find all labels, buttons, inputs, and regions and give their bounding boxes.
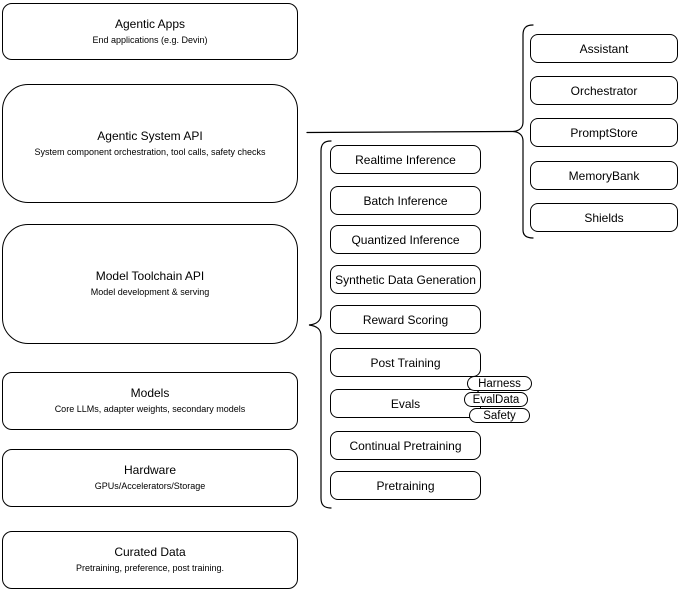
node-curated-data: Curated Data Pretraining, preference, po… bbox=[2, 531, 298, 589]
node-continual-pretraining: Continual Pretraining bbox=[330, 431, 481, 460]
node-title: Agentic System API bbox=[97, 128, 203, 143]
node-label: Reward Scoring bbox=[362, 312, 449, 327]
node-model-toolchain-api: Model Toolchain API Model development & … bbox=[2, 224, 298, 344]
node-models: Models Core LLMs, adapter weights, secon… bbox=[2, 372, 298, 430]
node-reward-scoring: Reward Scoring bbox=[330, 305, 481, 334]
node-subtitle: End applications (e.g. Devin) bbox=[92, 34, 208, 45]
node-label: Quantized Inference bbox=[351, 232, 460, 247]
node-title: Agentic Apps bbox=[114, 16, 186, 31]
node-label: Pretraining bbox=[376, 478, 435, 493]
node-subtitle: System component orchestration, tool cal… bbox=[34, 146, 266, 157]
node-title: Curated Data bbox=[114, 545, 186, 559]
node-subtitle: GPUs/Accelerators/Storage bbox=[94, 481, 206, 491]
node-subtitle: Pretraining, preference, post training. bbox=[75, 563, 225, 573]
tag-label: Harness bbox=[478, 377, 521, 390]
node-subtitle: Core LLMs, adapter weights, secondary mo… bbox=[54, 404, 246, 414]
node-pretraining: Pretraining bbox=[330, 471, 481, 500]
system-connector-line bbox=[306, 130, 514, 134]
node-promptstore: PromptStore bbox=[530, 118, 678, 147]
tag-harness: Harness bbox=[467, 376, 532, 391]
toolchain-brace bbox=[308, 140, 332, 509]
tag-label: Safety bbox=[483, 409, 516, 422]
tag-evaldata: EvalData bbox=[464, 392, 528, 407]
node-synthetic-data-generation: Synthetic Data Generation bbox=[330, 265, 481, 294]
node-quantized-inference: Quantized Inference bbox=[330, 225, 481, 254]
node-label: Realtime Inference bbox=[355, 152, 456, 167]
node-label: Continual Pretraining bbox=[349, 438, 462, 453]
node-agentic-system-api: Agentic System API System component orch… bbox=[2, 84, 298, 203]
node-label: Post Training bbox=[370, 355, 441, 370]
node-label: Batch Inference bbox=[363, 193, 448, 208]
node-label: MemoryBank bbox=[568, 168, 640, 183]
node-realtime-inference: Realtime Inference bbox=[330, 145, 481, 174]
node-agentic-apps: Agentic Apps End applications (e.g. Devi… bbox=[2, 3, 298, 60]
node-label: Shields bbox=[584, 210, 624, 225]
node-assistant: Assistant bbox=[530, 34, 678, 63]
node-label: PromptStore bbox=[570, 125, 638, 140]
node-shields: Shields bbox=[530, 203, 678, 232]
node-post-training: Post Training bbox=[330, 348, 481, 377]
node-hardware: Hardware GPUs/Accelerators/Storage bbox=[2, 449, 298, 507]
node-label: Assistant bbox=[579, 41, 629, 56]
node-label: Evals bbox=[390, 396, 421, 411]
node-title: Hardware bbox=[123, 463, 177, 477]
node-orchestrator: Orchestrator bbox=[530, 76, 678, 105]
node-evals: Evals bbox=[330, 389, 481, 418]
node-subtitle: Model development & serving bbox=[90, 287, 210, 297]
node-label: Synthetic Data Generation bbox=[335, 272, 476, 287]
node-batch-inference: Batch Inference bbox=[330, 186, 481, 215]
node-memorybank: MemoryBank bbox=[530, 161, 678, 190]
tag-label: EvalData bbox=[472, 393, 520, 406]
node-title: Models bbox=[130, 386, 170, 400]
node-title: Model Toolchain API bbox=[95, 269, 205, 283]
tag-safety: Safety bbox=[469, 408, 530, 423]
node-label: Orchestrator bbox=[570, 83, 638, 98]
